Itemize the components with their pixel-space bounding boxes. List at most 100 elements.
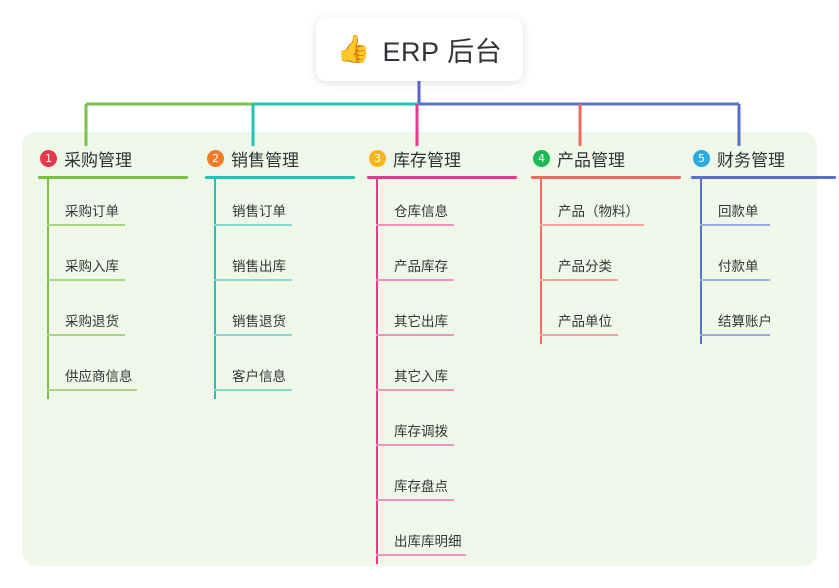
branch-item[interactable]: 采购订单 xyxy=(38,179,188,234)
branch-item-label: 采购入库 xyxy=(65,259,119,274)
branch-item[interactable]: 库存盘点 xyxy=(367,454,517,509)
branch-underline xyxy=(531,176,681,179)
branch-item-label: 产品库存 xyxy=(394,259,448,274)
branch-item[interactable]: 仓库信息 xyxy=(367,179,517,234)
branch-item-underline xyxy=(376,224,454,226)
branch-item-label: 回款单 xyxy=(718,204,759,219)
branch-underline xyxy=(205,176,355,179)
branch-header[interactable]: 3 库存管理 xyxy=(367,146,517,170)
branch-item-label: 产品单位 xyxy=(558,314,612,329)
branch-item[interactable]: 销售出库 xyxy=(205,234,355,289)
branch-item[interactable]: 出库库明细 xyxy=(367,509,517,564)
branch-item-underline xyxy=(47,224,125,226)
branch-header[interactable]: 2 销售管理 xyxy=(205,146,355,170)
branch-item-label: 销售订单 xyxy=(232,204,286,219)
branch-item-underline xyxy=(214,279,292,281)
branch-header[interactable]: 1 采购管理 xyxy=(38,146,188,170)
branch-underline xyxy=(367,176,517,179)
branch-spine xyxy=(540,179,542,344)
branch-item-underline xyxy=(376,334,454,336)
branch-underline xyxy=(38,176,188,179)
branch-item-label: 其它出库 xyxy=(394,314,448,329)
branch-number-badge: 1 xyxy=(40,149,57,167)
branch-column: 3 库存管理仓库信息产品库存其它出库其它入库库存调拨库存盘点出库库明细 xyxy=(367,146,517,564)
branch-items: 采购订单采购入库采购退货供应商信息 xyxy=(38,179,188,399)
branch-item-underline xyxy=(214,224,292,226)
branches-panel xyxy=(22,132,817,566)
branch-spine xyxy=(214,179,216,399)
root-node[interactable]: 👍 ERP 后台 xyxy=(316,18,523,81)
branch-number-badge: 2 xyxy=(207,149,224,167)
branch-item-underline xyxy=(540,224,644,226)
branch-item[interactable]: 销售订单 xyxy=(205,179,355,234)
branch-column: 1 采购管理采购订单采购入库采购退货供应商信息 xyxy=(38,146,188,399)
branch-item-label: 结算账户 xyxy=(718,314,772,329)
branch-item[interactable]: 其它入库 xyxy=(367,344,517,399)
branch-column: 2 销售管理销售订单销售出库销售退货客户信息 xyxy=(205,146,355,399)
thumbs-up-icon: 👍 xyxy=(336,34,371,64)
branch-item-label: 采购退货 xyxy=(65,314,119,329)
branch-item-underline xyxy=(376,444,454,446)
branch-item-label: 库存调拨 xyxy=(394,424,448,439)
branch-items: 销售订单销售出库销售退货客户信息 xyxy=(205,179,355,399)
branch-item-underline xyxy=(700,224,770,226)
branch-item[interactable]: 付款单 xyxy=(691,234,836,289)
branch-item-label: 其它入库 xyxy=(394,369,448,384)
branch-item-label: 采购订单 xyxy=(65,204,119,219)
branch-item-underline xyxy=(376,279,454,281)
branch-item-label: 仓库信息 xyxy=(394,204,448,219)
branch-item[interactable]: 采购退货 xyxy=(38,289,188,344)
branch-item[interactable]: 产品分类 xyxy=(531,234,681,289)
branch-item[interactable]: 产品（物料） xyxy=(531,179,681,234)
branch-spine xyxy=(47,179,49,399)
branch-items: 仓库信息产品库存其它出库其它入库库存调拨库存盘点出库库明细 xyxy=(367,179,517,564)
branch-item[interactable]: 产品库存 xyxy=(367,234,517,289)
branch-item[interactable]: 其它出库 xyxy=(367,289,517,344)
branch-item-underline xyxy=(47,279,125,281)
branch-item-underline xyxy=(700,279,770,281)
branch-items: 产品（物料） 产品分类产品单位 xyxy=(531,179,681,344)
branch-number-badge: 5 xyxy=(693,149,710,167)
branch-item-label: 库存盘点 xyxy=(394,479,448,494)
branch-header[interactable]: 5 财务管理 xyxy=(691,146,836,170)
branch-item[interactable]: 客户信息 xyxy=(205,344,355,399)
branch-item[interactable]: 供应商信息 xyxy=(38,344,188,399)
branch-item-underline xyxy=(47,389,137,391)
branch-item[interactable]: 回款单 xyxy=(691,179,836,234)
branch-item-label: 付款单 xyxy=(718,259,759,274)
branch-item[interactable]: 产品单位 xyxy=(531,289,681,344)
branch-item-underline xyxy=(214,334,292,336)
branch-item-underline xyxy=(376,554,466,556)
branch-item[interactable]: 销售退货 xyxy=(205,289,355,344)
branch-title: 销售管理 xyxy=(231,150,299,170)
branch-item[interactable]: 结算账户 xyxy=(691,289,836,344)
branch-underline xyxy=(691,176,836,179)
branch-spine xyxy=(700,179,702,344)
branch-item-label: 产品分类 xyxy=(558,259,612,274)
branch-title: 采购管理 xyxy=(64,150,132,170)
branch-item-underline xyxy=(540,334,618,336)
branch-item-underline xyxy=(214,389,292,391)
branch-items: 回款单付款单结算账户 xyxy=(691,179,836,344)
branch-title: 产品管理 xyxy=(557,150,625,170)
branch-item-label: 出库库明细 xyxy=(394,534,462,549)
branch-item-underline xyxy=(540,279,618,281)
branch-item-underline xyxy=(376,389,454,391)
branch-item-label: 产品（物料） xyxy=(558,204,639,219)
branch-item-label: 销售退货 xyxy=(232,314,286,329)
branch-item[interactable]: 采购入库 xyxy=(38,234,188,289)
branch-item-underline xyxy=(700,334,770,336)
branch-number-badge: 3 xyxy=(369,149,386,167)
branch-item-underline xyxy=(376,499,454,501)
branch-item-underline xyxy=(47,334,125,336)
branch-title: 库存管理 xyxy=(393,150,461,170)
branch-item-label: 供应商信息 xyxy=(65,369,133,384)
branch-spine xyxy=(376,179,378,564)
branch-item-label: 客户信息 xyxy=(232,369,286,384)
branch-title: 财务管理 xyxy=(717,150,785,170)
branch-item[interactable]: 库存调拨 xyxy=(367,399,517,454)
root-title: ERP 后台 xyxy=(382,37,503,67)
